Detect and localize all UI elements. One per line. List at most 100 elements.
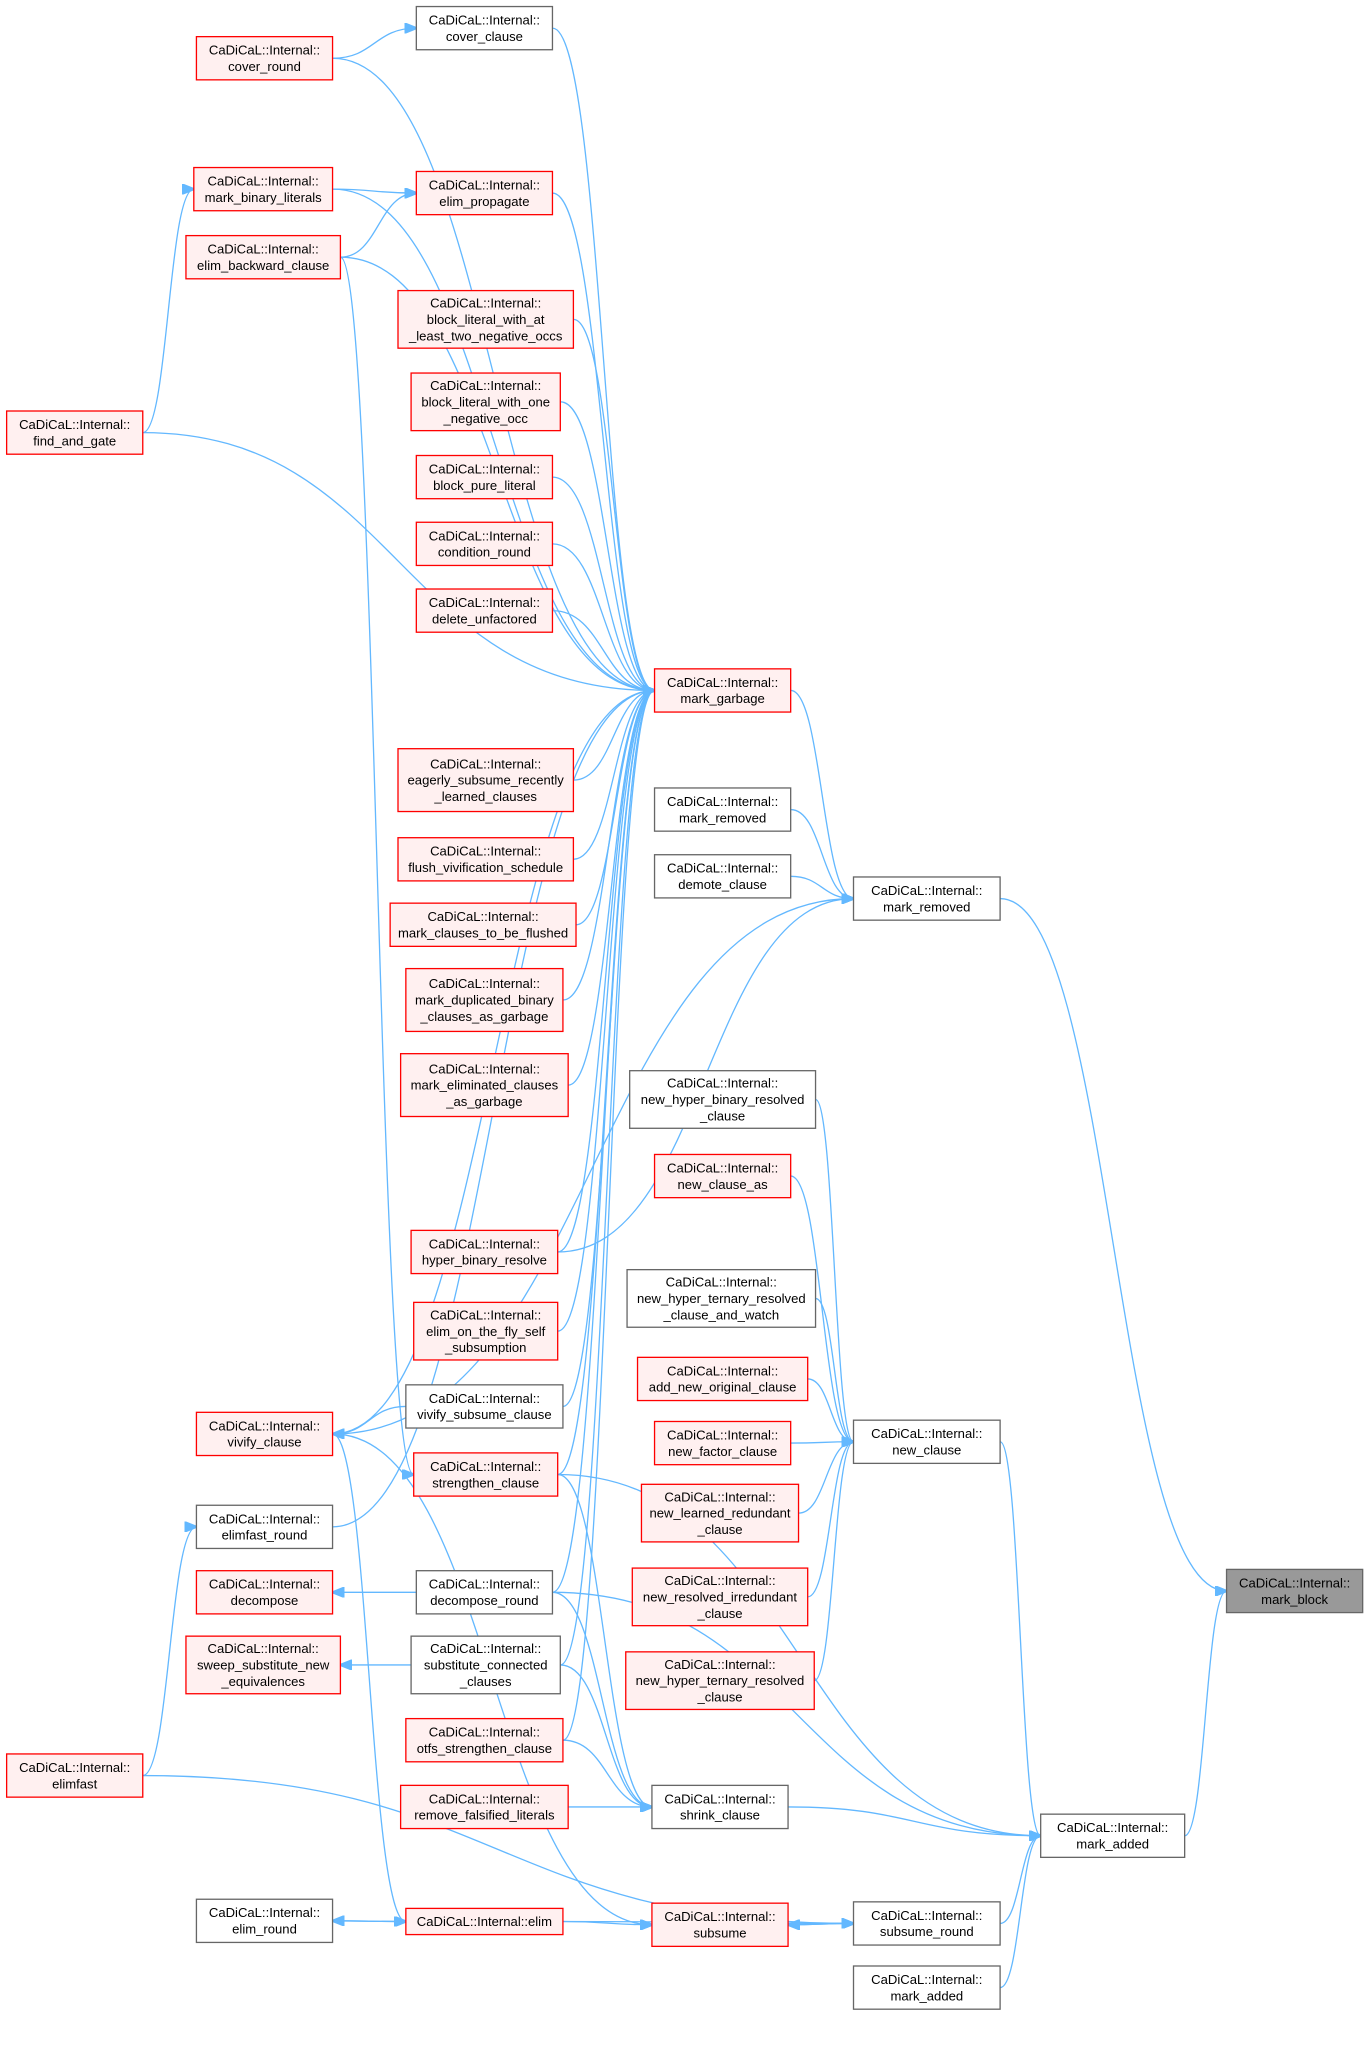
- node-new-resolved-irredundant[interactable]: CaDiCaL::Internal::new_resolved_irredund…: [631, 1567, 809, 1627]
- node-subsume-round[interactable]: CaDiCaL::Internal::subsume_round: [852, 1901, 1001, 1946]
- node-function-label: mark_removed: [679, 810, 766, 825]
- edge-vivify_subsume_clause-to-vivify_clause: [333, 1405, 406, 1433]
- node-box: [653, 1420, 792, 1466]
- node-function-label: subsume: [693, 1926, 746, 1941]
- node-subsume[interactable]: CaDiCaL::Internal::subsume: [651, 1902, 789, 1948]
- node-function-label: new_hyper_binary_resolved: [641, 1092, 805, 1107]
- node-sweep-substitute[interactable]: CaDiCaL::Internal::sweep_substitute_new_…: [185, 1635, 342, 1695]
- node-decompose[interactable]: CaDiCaL::Internal::decompose: [195, 1570, 334, 1615]
- node-namespace-label: CaDiCaL::Internal::: [666, 1275, 777, 1290]
- node-block-one-neg[interactable]: CaDiCaL::Internal::block_literal_with_on…: [410, 372, 561, 432]
- node-function-label: shrink_clause: [680, 1808, 760, 1823]
- node-function-label: _as_garbage: [445, 1094, 522, 1109]
- edge-decompose_round-to-mark_garbage: [552, 690, 654, 1593]
- node-box: [626, 1268, 817, 1328]
- node-function-label: eagerly_subsume_recently: [408, 773, 565, 788]
- node-mark-added[interactable]: CaDiCaL::Internal::mark_added: [1040, 1813, 1186, 1859]
- node-box: [195, 1570, 334, 1615]
- node-namespace-label: CaDiCaL::Internal::: [209, 1418, 320, 1433]
- node-shrink-clause[interactable]: CaDiCaL::Internal::shrink_clause: [651, 1784, 789, 1830]
- node-new-hyper-binary[interactable]: CaDiCaL::Internal::new_hyper_binary_reso…: [629, 1070, 817, 1129]
- node-function-label: _learned_clauses: [433, 789, 537, 804]
- node-box: [653, 854, 792, 899]
- node-namespace-label: CaDiCaL::Internal::: [429, 1391, 540, 1406]
- node-function-label: new_factor_clause: [668, 1444, 777, 1459]
- node-mark-dup-binary[interactable]: CaDiCaL::Internal::mark_duplicated_binar…: [405, 967, 564, 1033]
- node-elim[interactable]: CaDiCaL::Internal::elim: [405, 1907, 564, 1936]
- node-mark-garbage[interactable]: CaDiCaL::Internal::mark_garbage: [653, 668, 792, 713]
- node-new-clause[interactable]: CaDiCaL::Internal::new_clause: [852, 1419, 1001, 1465]
- node-box: [625, 1651, 815, 1711]
- node-strengthen-clause[interactable]: CaDiCaL::Internal::strengthen_clause: [413, 1452, 559, 1497]
- edge-new_learned_redundant-to-new_clause: [798, 1442, 854, 1514]
- edge-strengthen_clause-to-shrink_clause: [557, 1473, 652, 1806]
- node-function-label: _clauses_as_garbage: [419, 1009, 548, 1024]
- node-namespace-label: CaDiCaL::Internal::: [664, 1657, 775, 1672]
- node-block-pure-literal[interactable]: CaDiCaL::Internal::block_pure_literal: [415, 454, 554, 500]
- node-vivify-clause[interactable]: CaDiCaL::Internal::vivify_clause: [195, 1411, 334, 1457]
- node-remove-falsified[interactable]: CaDiCaL::Internal::remove_falsified_lite…: [399, 1784, 569, 1830]
- node-hyper-binary-resolve[interactable]: CaDiCaL::Internal::hyper_binary_resolve: [410, 1229, 559, 1275]
- node-decompose-round[interactable]: CaDiCaL::Internal::decompose_round: [415, 1570, 554, 1615]
- edge-elim_round-to-elim: [332, 1921, 406, 1922]
- node-delete-unfactored[interactable]: CaDiCaL::Internal::delete_unfactored: [415, 588, 554, 633]
- node-namespace-label: CaDiCaL::Internal::: [429, 13, 540, 28]
- node-box: [405, 967, 564, 1033]
- node-function-label: decompose: [231, 1593, 299, 1608]
- node-add-new-original[interactable]: CaDiCaL::Internal::add_new_original_clau…: [636, 1356, 809, 1402]
- node-namespace-label: CaDiCaL::Internal::: [429, 1061, 540, 1076]
- node-condition-round[interactable]: CaDiCaL::Internal::condition_round: [415, 521, 554, 567]
- edge-mark_dup_binary-to-mark_garbage: [562, 690, 655, 1001]
- node-cover-clause[interactable]: CaDiCaL::Internal::cover_clause: [415, 5, 554, 51]
- node-elim-round[interactable]: CaDiCaL::Internal::elim_round: [195, 1898, 334, 1944]
- node-box: [413, 1452, 559, 1497]
- node-elim-otf-self-subsumption[interactable]: CaDiCaL::Internal::elim_on_the_fly_self_…: [413, 1301, 559, 1361]
- node-function-label: condition_round: [438, 545, 531, 560]
- node-new-learned-redundant[interactable]: CaDiCaL::Internal::new_learned_redundant…: [640, 1483, 800, 1543]
- node-cover-round[interactable]: CaDiCaL::Internal::cover_round: [195, 35, 334, 81]
- node-new-hyper-ternary[interactable]: CaDiCaL::Internal::new_hyper_ternary_res…: [625, 1651, 815, 1711]
- node-substitute-connected[interactable]: CaDiCaL::Internal::substitute_connected_…: [410, 1635, 561, 1695]
- node-function-label: mark_block: [1261, 1592, 1328, 1607]
- node-flush-vivification[interactable]: CaDiCaL::Internal::flush_vivification_sc…: [397, 837, 575, 882]
- edge-substitute_connected-to-mark_garbage: [560, 690, 654, 1666]
- edge-mark_added_2-to-mark_added: [999, 1836, 1041, 1989]
- node-namespace-label: CaDiCaL::Internal::: [429, 1791, 540, 1806]
- node-find-and-gate[interactable]: CaDiCaL::Internal::find_and_gate: [5, 410, 144, 455]
- node-elimfast-round[interactable]: CaDiCaL::Internal::elimfast_round: [195, 1504, 334, 1550]
- node-box: [415, 588, 554, 633]
- node-elimfast[interactable]: CaDiCaL::Internal::elimfast: [5, 1753, 144, 1798]
- edge-new_resolved_irredundant-to-new_clause: [807, 1442, 854, 1598]
- node-elim-backward-clause[interactable]: CaDiCaL::Internal::elim_backward_clause: [185, 234, 342, 280]
- node-function-label: _negative_occ: [443, 411, 529, 426]
- node-box: [410, 1635, 561, 1695]
- node-mark-clauses-flushed[interactable]: CaDiCaL::Internal::mark_clauses_to_be_fl…: [389, 902, 577, 948]
- node-block-two-neg[interactable]: CaDiCaL::Internal::block_literal_with_at…: [397, 289, 575, 349]
- node-otfs-strengthen[interactable]: CaDiCaL::Internal::otfs_strengthen_claus…: [405, 1717, 564, 1763]
- node-function-label: elim_on_the_fly_self: [426, 1324, 546, 1339]
- node-box: [653, 1153, 792, 1199]
- node-function-label: _clauses: [459, 1674, 512, 1689]
- node-mark-block[interactable]: CaDiCaL::Internal::mark_block: [1225, 1568, 1364, 1614]
- node-mark-removed-2[interactable]: CaDiCaL::Internal::mark_removed: [653, 787, 792, 832]
- node-namespace-label: CaDiCaL::Internal::: [664, 1489, 775, 1504]
- node-function-label: elim_backward_clause: [197, 258, 329, 273]
- edge-mark_removed-to-mark_block: [1000, 897, 1226, 1591]
- node-eagerly-subsume[interactable]: CaDiCaL::Internal::eagerly_subsume_recen…: [397, 748, 575, 813]
- node-namespace-label: CaDiCaL::Internal::: [429, 1577, 540, 1592]
- node-box: [399, 1784, 569, 1830]
- node-new-factor-clause[interactable]: CaDiCaL::Internal::new_factor_clause: [653, 1420, 792, 1466]
- node-mark-binary-literals[interactable]: CaDiCaL::Internal::mark_binary_literals: [193, 166, 334, 212]
- node-vivify-subsume-clause[interactable]: CaDiCaL::Internal::vivify_subsume_clause: [405, 1384, 564, 1429]
- node-mark-added-2[interactable]: CaDiCaL::Internal::mark_added: [852, 1965, 1001, 2010]
- node-function-label: vivify_clause: [227, 1435, 301, 1450]
- node-new-hyper-ternary-watch[interactable]: CaDiCaL::Internal::new_hyper_ternary_res…: [626, 1268, 817, 1328]
- node-namespace-label: CaDiCaL::Internal::: [664, 1791, 775, 1806]
- node-mark-elim-clauses[interactable]: CaDiCaL::Internal::mark_eliminated_claus…: [399, 1053, 569, 1118]
- node-new-clause-as[interactable]: CaDiCaL::Internal::new_clause_as: [653, 1153, 792, 1199]
- node-demote-clause[interactable]: CaDiCaL::Internal::demote_clause: [653, 854, 792, 899]
- node-mark-removed[interactable]: CaDiCaL::Internal::mark_removed: [852, 876, 1001, 921]
- node-box: [415, 454, 554, 500]
- node-elim-propagate[interactable]: CaDiCaL::Internal::elim_propagate: [415, 170, 554, 216]
